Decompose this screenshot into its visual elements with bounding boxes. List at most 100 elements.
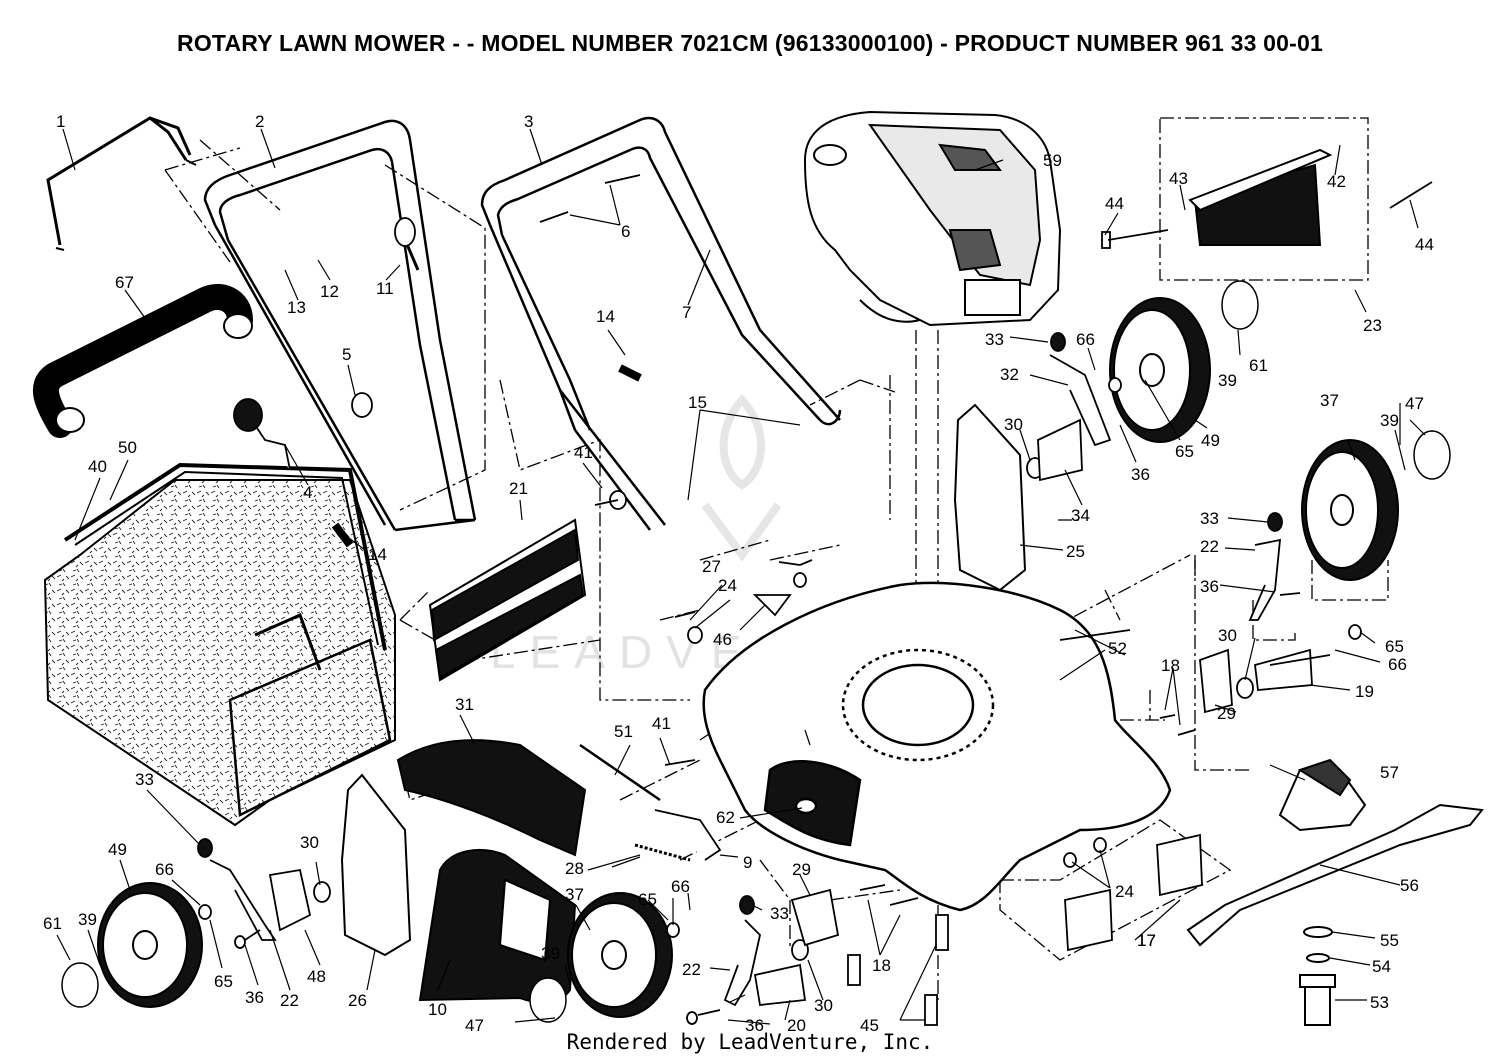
callout-label: 2 xyxy=(255,112,264,131)
callout-label: 39 xyxy=(78,910,97,929)
callout-label: 51 xyxy=(614,722,633,741)
handle-bail-part xyxy=(46,116,192,246)
upper-handle-part xyxy=(203,119,477,532)
callout-label: 65 xyxy=(214,972,233,991)
wheel-front-right xyxy=(1301,439,1399,581)
callout-label: 26 xyxy=(348,991,367,1010)
callout-label: 41 xyxy=(652,714,671,733)
callout-label: 41 xyxy=(574,443,593,462)
callout-label: 55 xyxy=(1380,931,1399,950)
callout-label: 42 xyxy=(1327,172,1346,191)
callout-label: 14 xyxy=(368,545,387,564)
callout-labels: 1 2 3 4 5 6 7 9 10 11 12 13 14 14 15 17 … xyxy=(43,112,1434,1035)
callout-label: 18 xyxy=(872,956,891,975)
callout-label: 49 xyxy=(108,840,127,859)
callout-label: 33 xyxy=(135,770,154,789)
callout-label: 1 xyxy=(56,112,65,131)
callout-label: 31 xyxy=(455,695,474,714)
callout-label: 21 xyxy=(509,479,528,498)
callout-label: 48 xyxy=(307,967,326,986)
callout-label: 66 xyxy=(1076,330,1095,349)
callout-label: 46 xyxy=(713,630,732,649)
callout-label: 50 xyxy=(118,438,137,457)
callout-label: 66 xyxy=(155,860,174,879)
callout-label: 22 xyxy=(280,991,299,1010)
callout-label: 37 xyxy=(1320,391,1339,410)
callout-label: 11 xyxy=(376,279,394,298)
callout-label: 25 xyxy=(1066,542,1085,561)
callout-label: 23 xyxy=(1363,316,1382,335)
callout-label: 32 xyxy=(1000,365,1019,384)
callout-label: 34 xyxy=(1071,506,1090,525)
callout-label: 30 xyxy=(814,996,833,1015)
callout-label: 33 xyxy=(985,330,1004,349)
callout-label: 20 xyxy=(787,1016,806,1035)
callout-label: 66 xyxy=(671,877,690,896)
callout-label: 33 xyxy=(770,904,789,923)
callout-label: 47 xyxy=(1405,394,1424,413)
reference-lines xyxy=(164,117,1389,1000)
callout-label: 24 xyxy=(1115,882,1134,901)
callout-label: 62 xyxy=(716,808,735,827)
watermark-logo xyxy=(701,394,782,562)
grass-catcher-part xyxy=(43,462,396,827)
callout-label: 54 xyxy=(1372,957,1391,976)
callout-label: 24 xyxy=(718,576,737,595)
height-bracket-parts xyxy=(340,403,1027,957)
callout-label: 40 xyxy=(88,457,107,476)
blade-part xyxy=(1186,803,1484,947)
callout-label: 65 xyxy=(1175,442,1194,461)
callout-label: 10 xyxy=(428,1000,447,1019)
callout-label: 61 xyxy=(43,914,62,933)
rear-flap-part xyxy=(1188,148,1333,246)
callout-label: 18 xyxy=(1161,656,1180,675)
callout-label: 45 xyxy=(860,1016,879,1035)
callout-label: 53 xyxy=(1370,993,1389,1012)
callout-label: 52 xyxy=(1108,639,1127,658)
callout-label: 61 xyxy=(1249,356,1268,375)
wheel-front-left xyxy=(567,892,673,1018)
callout-label: 17 xyxy=(1137,931,1156,950)
callout-label: 19 xyxy=(1355,682,1374,701)
lower-handle-part xyxy=(480,116,842,531)
callout-label: 22 xyxy=(1200,537,1219,556)
engine-part xyxy=(803,110,1062,327)
callout-label: 29 xyxy=(1217,704,1236,723)
callout-label: 39 xyxy=(1218,371,1237,390)
callout-label: 44 xyxy=(1415,235,1434,254)
render-credit: Rendered by LeadVenture, Inc. xyxy=(566,1030,934,1054)
callout-label: 13 xyxy=(287,298,306,317)
blade-adapter-part xyxy=(1278,758,1367,832)
callout-label: 36 xyxy=(745,1016,764,1035)
callout-label: 49 xyxy=(1201,431,1220,450)
callout-label: 44 xyxy=(1105,194,1124,213)
wheel-rear-right xyxy=(1109,297,1211,443)
callout-label: 39 xyxy=(541,944,560,963)
callout-label: 4 xyxy=(303,483,312,502)
callout-label: 9 xyxy=(743,853,752,872)
hubcap-parts xyxy=(61,280,1451,1023)
callout-label: 33 xyxy=(1200,509,1219,528)
callout-label: 65 xyxy=(1385,637,1404,656)
discharge-chute-part xyxy=(396,739,587,857)
callout-label: 22 xyxy=(682,960,701,979)
callout-label: 7 xyxy=(682,303,691,322)
callout-label: 27 xyxy=(702,557,721,576)
callout-label: 5 xyxy=(342,345,351,364)
callout-label: 57 xyxy=(1380,763,1399,782)
callout-label: 37 xyxy=(565,885,584,904)
wheel-rear-left xyxy=(97,882,203,1008)
callout-label: 67 xyxy=(115,273,134,292)
blade-bolt-part xyxy=(1299,926,1336,1026)
callout-label: 66 xyxy=(1388,655,1407,674)
callout-label: 6 xyxy=(621,222,630,241)
callout-label: 30 xyxy=(1218,626,1237,645)
callout-label: 12 xyxy=(320,282,339,301)
callout-label: 65 xyxy=(638,890,657,909)
callout-label: 43 xyxy=(1169,169,1188,188)
diagram-title: ROTARY LAWN MOWER - - MODEL NUMBER 7021C… xyxy=(177,30,1323,56)
grip-part xyxy=(33,284,253,438)
deck-part xyxy=(702,581,1172,912)
callout-label: 15 xyxy=(688,393,707,412)
